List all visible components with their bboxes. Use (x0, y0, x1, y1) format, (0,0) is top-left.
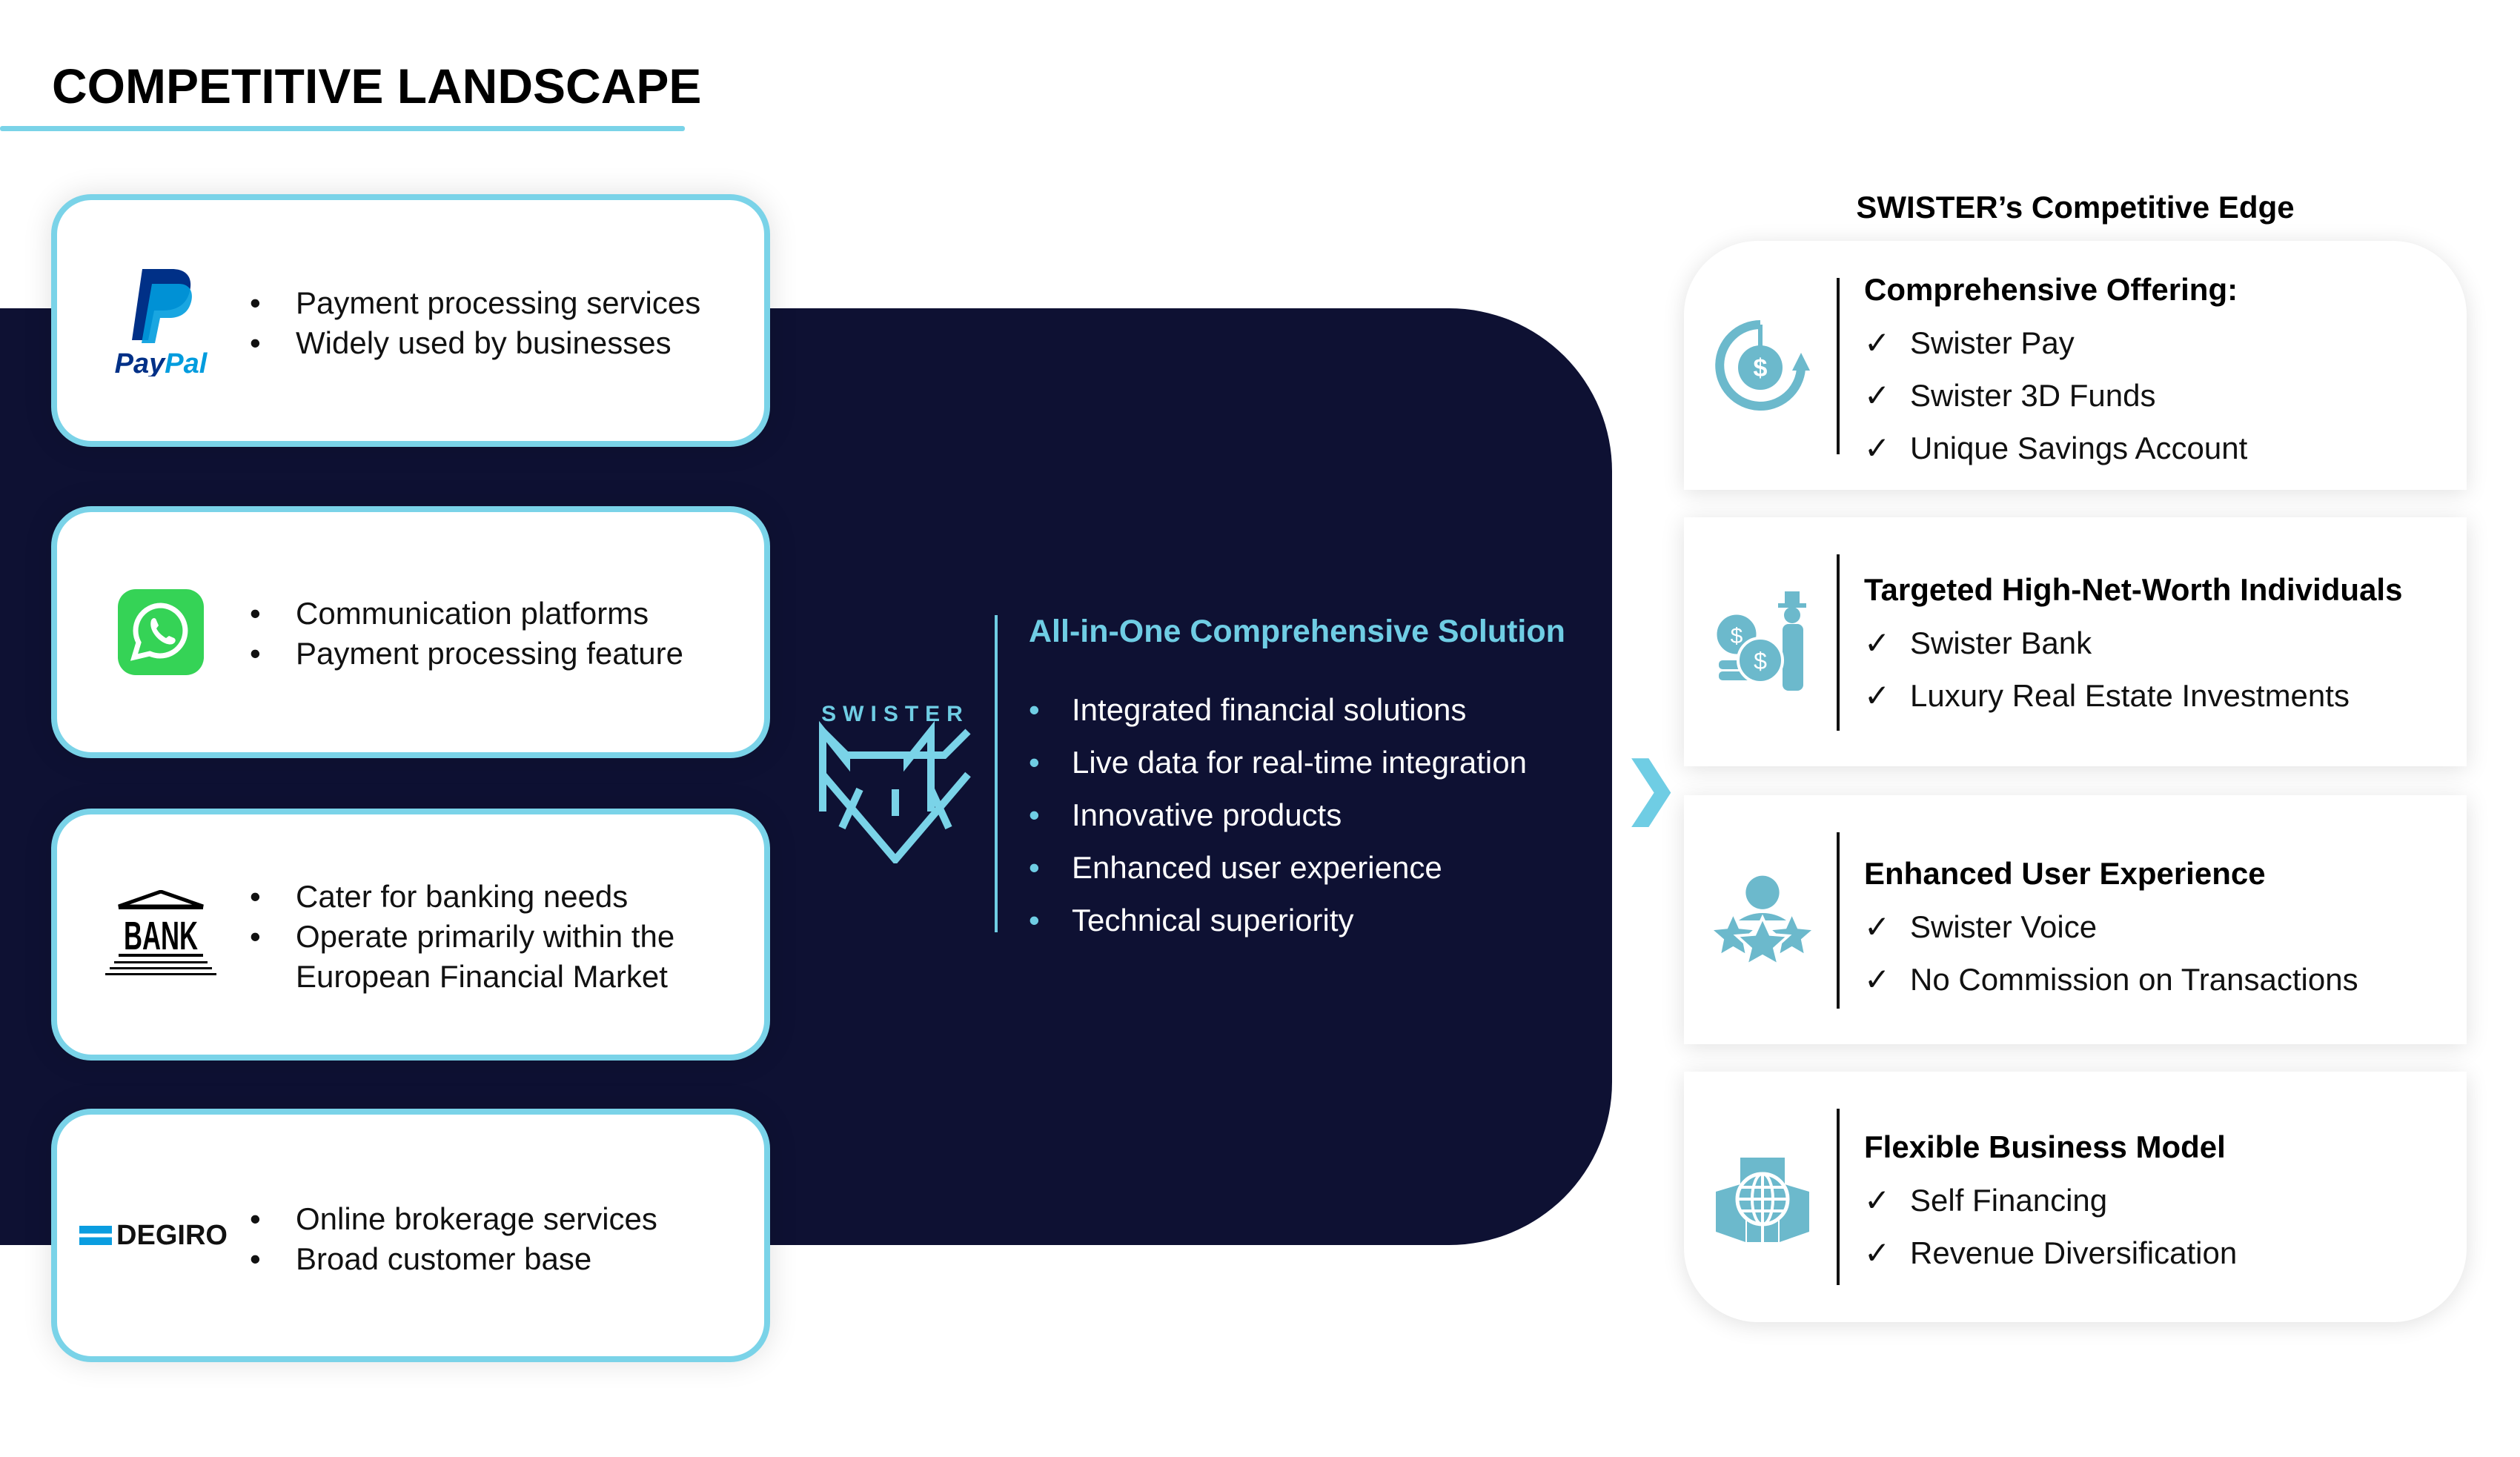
bullet: Payment processing feature (250, 634, 683, 674)
degiro-mark-icon (79, 1226, 113, 1245)
rich-person-coins-icon: $$ (1714, 517, 1811, 766)
edge-item: Swister Bank (1864, 621, 2350, 674)
chevron-right-icon: ❯ (1623, 751, 1680, 825)
whatsapp-logo (72, 512, 250, 752)
edge-card-comprehensive: $ Comprehensive Offering: Swister Pay Sw… (1684, 241, 2467, 490)
svg-text:$: $ (1754, 354, 1768, 382)
bullet: Cater for banking needs (250, 877, 724, 917)
edge-heading: SWISTER’s Competitive Edge (1856, 190, 2295, 225)
edge-item: Luxury Real Estate Investments (1864, 674, 2350, 726)
edge-title: Flexible Business Model (1864, 1129, 2226, 1164)
solution-list: Integrated financial solutions Live data… (1029, 689, 1527, 952)
global-boxes-icon (1714, 1072, 1811, 1322)
user-stars-icon (1714, 795, 1811, 1044)
degiro-wordmark: DEGIRO (116, 1219, 228, 1251)
solution-heading: All-in-One Comprehensive Solution (1029, 614, 1565, 649)
solution-bullet: Integrated financial solutions (1029, 689, 1527, 742)
edge-card-ux: Enhanced User Experience Swister Voice N… (1684, 795, 2467, 1044)
solution-bullet: Innovative products (1029, 794, 1527, 847)
edge-card-business-model: Flexible Business Model Self Financing R… (1684, 1072, 2467, 1322)
page-title: COMPETITIVE LANDSCAPE (52, 59, 702, 113)
edge-card-hnwi: $$ Targeted High-Net-Worth Individuals S… (1684, 517, 2467, 766)
edge-title: Targeted High-Net-Worth Individuals (1864, 572, 2403, 607)
divider (1837, 278, 1840, 454)
paypal-logo: PayPal (72, 200, 250, 441)
svg-text:PayPal: PayPal (115, 348, 208, 376)
bank-logo: BANK (72, 814, 250, 1055)
solution-bullet: Enhanced user experience (1029, 847, 1527, 900)
competitor-card-degiro: DEGIRO Online brokerage services Broad c… (51, 1109, 770, 1362)
bullet: Online brokerage services (250, 1199, 657, 1239)
competitor-card-whatsapp: Communication platforms Payment processi… (51, 506, 770, 758)
edge-item: Swister 3D Funds (1864, 374, 2247, 426)
competitor-card-bank: BANK Cater for banking needs Operate pri… (51, 809, 770, 1061)
edge-title: Comprehensive Offering: (1864, 272, 2238, 307)
divider (995, 615, 998, 932)
edge-item: No Commission on Transactions (1864, 957, 2358, 1010)
svg-text:$: $ (1754, 648, 1767, 674)
edge-item: Swister Pay (1864, 321, 2247, 374)
edge-item: Self Financing (1864, 1178, 2237, 1231)
bullet: Operate primarily within the European Fi… (250, 917, 724, 997)
bullet: Payment processing services (250, 283, 700, 323)
divider (1837, 554, 1840, 731)
degiro-logo: DEGIRO (64, 1115, 242, 1356)
bullet: Broad customer base (250, 1239, 657, 1279)
solution-bullet: Technical superiority (1029, 900, 1527, 952)
edge-item: Swister Voice (1864, 905, 2358, 957)
bullet: Widely used by businesses (250, 323, 700, 363)
competitor-card-paypal: PayPal Payment processing services Widel… (51, 194, 770, 447)
swister-logo: SWISTER (815, 700, 975, 867)
svg-text:SWISTER: SWISTER (821, 702, 969, 726)
solution-bullet: Live data for real-time integration (1029, 742, 1527, 794)
divider (1837, 1109, 1840, 1285)
bullet: Communication platforms (250, 594, 683, 634)
title-underline (0, 126, 685, 131)
divider (1837, 832, 1840, 1009)
svg-text:BANK: BANK (124, 914, 198, 958)
edge-title: Enhanced User Experience (1864, 856, 2266, 891)
money-cycle-icon: $ (1714, 241, 1811, 490)
svg-text:$: $ (1731, 624, 1743, 648)
edge-item: Revenue Diversification (1864, 1231, 2237, 1284)
edge-item: Unique Savings Account (1864, 426, 2247, 479)
